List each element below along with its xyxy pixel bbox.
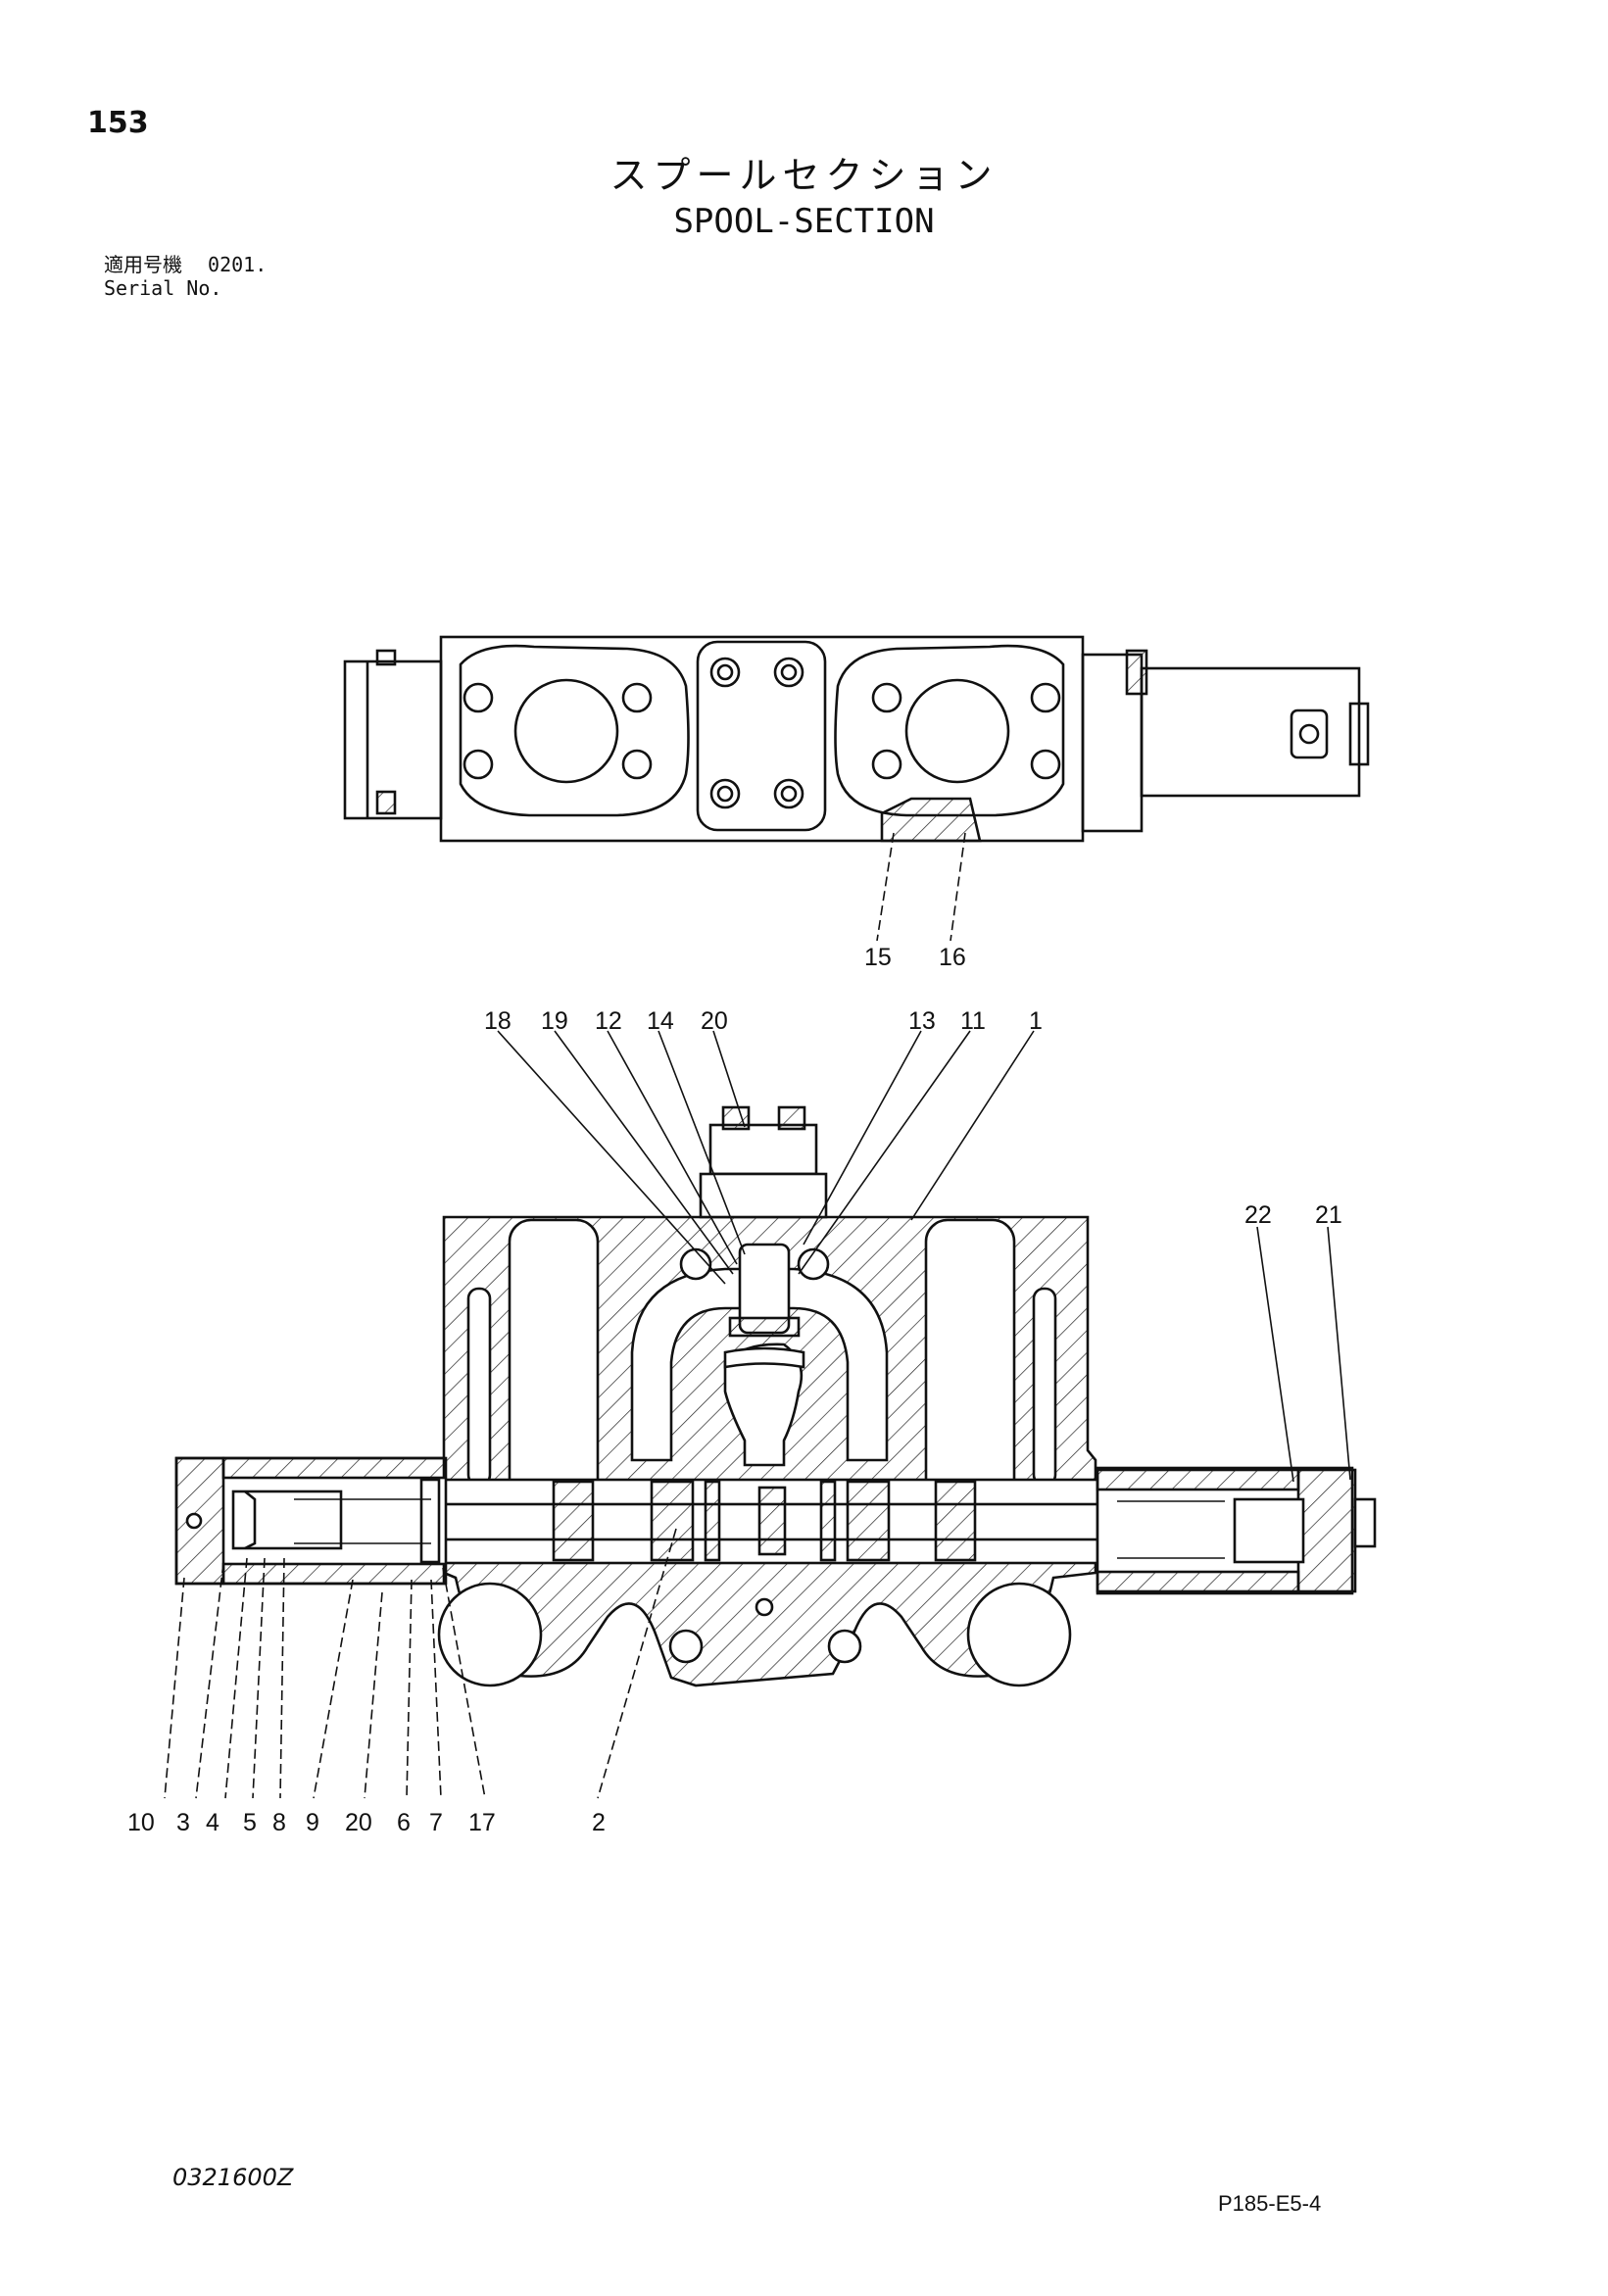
top-view	[343, 635, 1370, 942]
callout-11: 11	[960, 1007, 986, 1035]
callout-21: 21	[1315, 1201, 1342, 1229]
callout-20-bottom: 20	[345, 1809, 372, 1836]
page-code: P185-E5-4	[1218, 2191, 1322, 2216]
callout-20-top: 20	[701, 1007, 728, 1035]
callout-10: 10	[127, 1809, 155, 1836]
callout-1: 1	[1029, 1007, 1043, 1035]
callout-2: 2	[592, 1809, 606, 1836]
callout-6: 6	[397, 1809, 411, 1836]
callout-12: 12	[595, 1007, 622, 1035]
callout-18: 18	[484, 1007, 512, 1035]
page-number: 153	[87, 106, 149, 140]
callout-7: 7	[429, 1809, 443, 1836]
page-title-jp: スプールセクション	[609, 154, 999, 197]
callout-13: 13	[908, 1007, 936, 1035]
page-title-en: SPOOL-SECTION	[673, 202, 935, 241]
callout-17: 17	[468, 1809, 496, 1836]
serial-line: 適用号機 0201.	[104, 253, 267, 276]
serial-label-jp: 適用号機	[104, 253, 182, 276]
callout-16: 16	[939, 944, 966, 971]
serial-value: 0201.	[208, 253, 268, 276]
callout-3: 3	[176, 1809, 190, 1836]
callout-labels: 15 16 18 19 12 14 20 13 11 1 22 21 10 3 …	[127, 944, 1342, 1836]
callout-15: 15	[864, 944, 892, 971]
document-code: 0321600Z	[172, 2164, 294, 2191]
callout-9: 9	[306, 1809, 319, 1836]
callout-19: 19	[541, 1007, 568, 1035]
section-view	[174, 1105, 1377, 1687]
leader-lines	[164, 1030, 1351, 1799]
callout-14: 14	[647, 1007, 674, 1035]
callout-5: 5	[243, 1809, 257, 1836]
callout-4: 4	[206, 1809, 219, 1836]
serial-label-en: Serial No.	[104, 276, 222, 300]
callout-8: 8	[272, 1809, 286, 1836]
callout-22: 22	[1244, 1201, 1272, 1229]
